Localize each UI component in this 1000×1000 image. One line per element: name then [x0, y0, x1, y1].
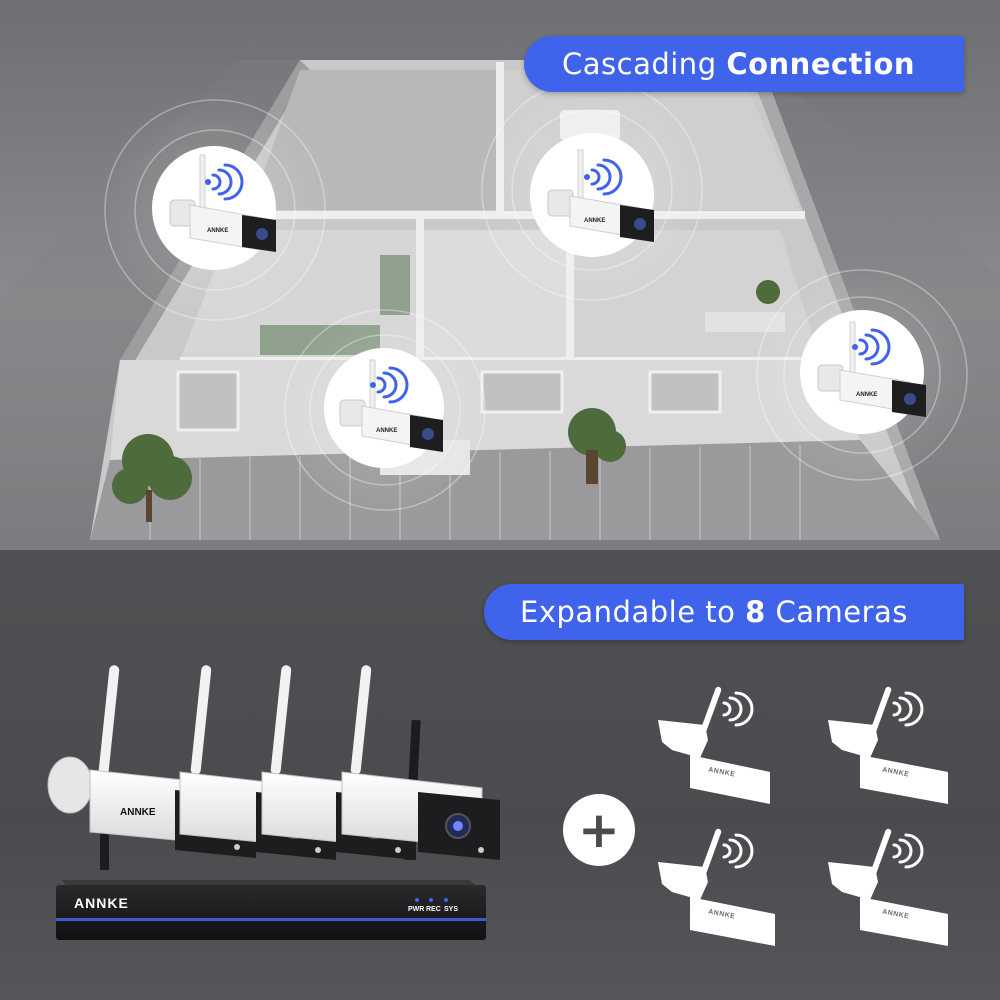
plant-center — [568, 408, 626, 484]
expand-banner-prefix: Expandable to — [520, 595, 736, 629]
plus-icon: + — [563, 794, 635, 866]
wifi-signal-icon — [211, 163, 244, 201]
camera-bubble-1: ANNKE — [152, 146, 276, 270]
expansion-camera-4 — [828, 828, 948, 946]
expansion-camera-3 — [658, 828, 775, 946]
wifi-signal-icon — [376, 366, 409, 404]
kit-illustration: ANNKE — [47, 665, 948, 946]
led-pwr-label: PWR — [408, 906, 425, 913]
led-rec-label: REC — [426, 906, 441, 913]
wifi-signal-icon — [858, 328, 891, 366]
expand-banner-suffix: Cameras — [775, 595, 908, 629]
cascade-banner-emphasis: Connection — [726, 47, 916, 81]
camera-kit-4 — [341, 665, 500, 860]
camera-bubble-2: ANNKE — [530, 133, 654, 257]
expand-banner-count: 8 — [745, 595, 766, 629]
camera-2-brand: ANNKE — [584, 218, 605, 224]
led-sys-label: SYS — [444, 906, 459, 913]
plant-left — [112, 434, 192, 522]
camera-3-brand: ANNKE — [376, 428, 397, 434]
wifi-signal-icon — [590, 158, 623, 196]
house-scene-section: ANNKE ANNKE — [0, 0, 1000, 550]
expansion-camera-2 — [828, 686, 948, 804]
camera-bubble-3: ANNKE — [324, 348, 444, 468]
kit-camera-1-brand: ANNKE — [120, 807, 156, 818]
expandable-cameras-banner: Expandable to 8 Cameras — [484, 584, 964, 640]
camera-4-brand: ANNKE — [856, 392, 877, 398]
cascading-connection-banner: Cascading Connection — [524, 36, 964, 92]
cascade-banner-prefix: Cascading — [562, 47, 717, 81]
camera-bubble-4: ANNKE — [800, 310, 926, 434]
camera-1-brand: ANNKE — [207, 228, 228, 234]
nvr-brand-label: ANNKE — [74, 895, 129, 911]
house-floorplan-illustration: ANNKE ANNKE — [0, 60, 1000, 550]
expansion-camera-1 — [658, 686, 770, 804]
